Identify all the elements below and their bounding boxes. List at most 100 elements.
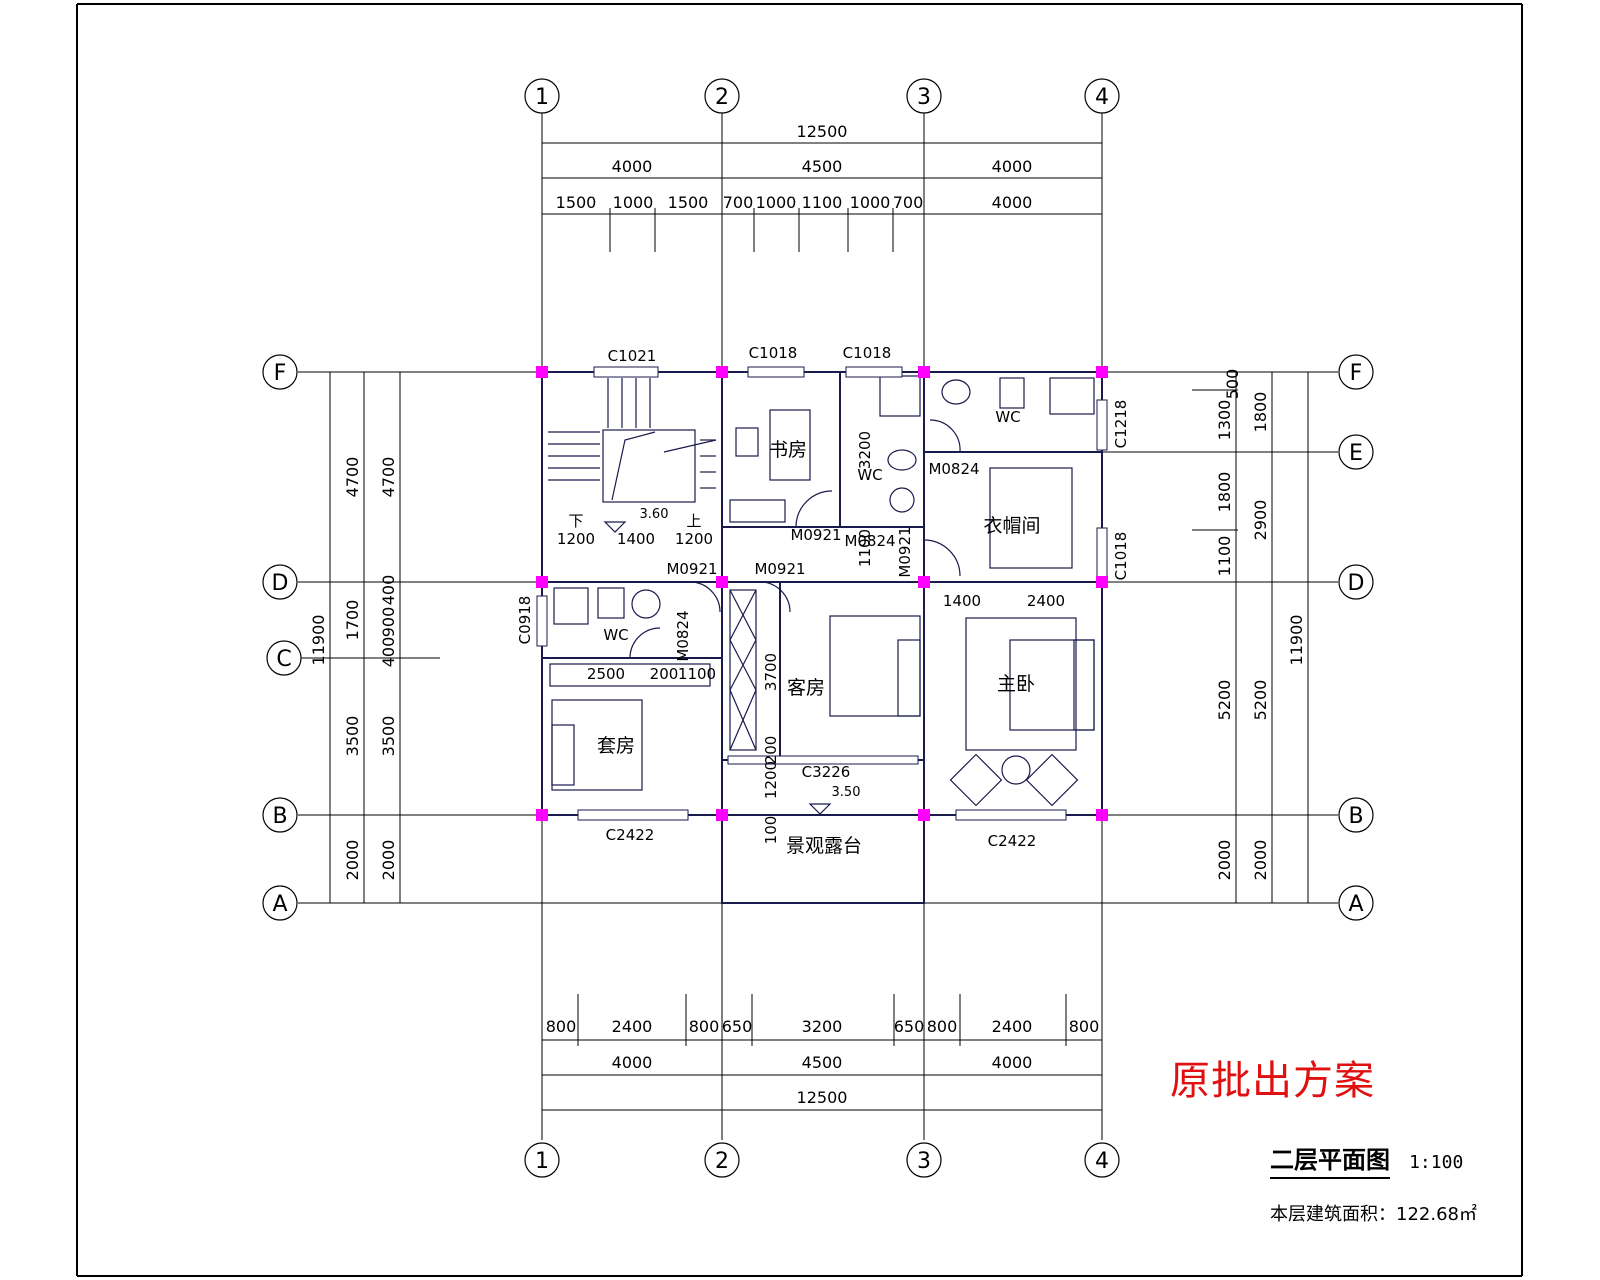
- axis-label-top-3: 3: [917, 85, 931, 110]
- axis-label-right-F: F: [1350, 361, 1363, 386]
- axis-bubble-right-D: [1338, 564, 1374, 600]
- dim-bottom-detail-8: 2400: [992, 1017, 1033, 1036]
- wardrobe-unit: [729, 589, 757, 751]
- window-label-c0918: C0918: [516, 596, 534, 645]
- room-label-guest: 客房: [787, 677, 825, 699]
- axis-bubble-right-F: [1338, 354, 1374, 390]
- closet: [549, 663, 711, 687]
- dim-bottom-bay-1: 4000: [612, 1053, 653, 1072]
- dim-bottom-total: 12500: [797, 1088, 848, 1107]
- door-swing-6: [629, 627, 661, 659]
- horizontal-axis-lines: [298, 371, 1338, 904]
- sink-2: [889, 487, 915, 513]
- door-swing-3: [689, 581, 721, 613]
- right-dimension-lines: [1192, 372, 1309, 903]
- top-dimension-lines: [542, 142, 1102, 252]
- dim-right-span-5: 2900: [1251, 500, 1270, 541]
- dim-left-span-8: 3500: [379, 716, 398, 757]
- room-label-study: 书房: [769, 439, 807, 461]
- terrace-level: 3.50: [832, 785, 861, 800]
- dim-left-span-10: 2000: [379, 840, 398, 881]
- bottom-dimension-lines: [542, 994, 1102, 1111]
- dim-right-span-2: 1300: [1215, 400, 1234, 441]
- door-label-m0824-c: M0824: [674, 610, 692, 661]
- axis-label-right-E: E: [1349, 441, 1363, 466]
- axis-bubble-right-E: [1338, 434, 1374, 470]
- desk: [769, 409, 811, 481]
- window-label-c1018-c: C1018: [1112, 532, 1130, 581]
- dim-top-detail-4: 700: [723, 193, 754, 212]
- axis-bubble-left-D: [262, 564, 298, 600]
- sink-1: [879, 375, 921, 417]
- dim-left-span-2: 4700: [379, 457, 398, 498]
- dim-left-span-9: 2000: [343, 840, 362, 881]
- window-label-c2422-a: C2422: [606, 826, 655, 844]
- cabinet: [729, 499, 786, 523]
- dim-terrace-1: 1200: [762, 761, 780, 799]
- floor-area-label: 本层建筑面积：122.68㎡: [1270, 1204, 1477, 1225]
- window-label-c1018-a: C1018: [749, 344, 798, 362]
- dim-wc-height: 3200: [856, 431, 874, 469]
- dim-right-span-10: 2000: [1251, 840, 1270, 881]
- axis-bubble-bottom-3: [906, 1142, 942, 1178]
- dim-bottom-detail-4: 650: [722, 1017, 753, 1036]
- dim-terrace-3: 100: [762, 816, 780, 845]
- room-label-wc-left: WC: [603, 626, 628, 644]
- title-block: 二层平面图 1:100: [1270, 1140, 1463, 1179]
- dim-suite-closet-3: 1100: [678, 665, 716, 683]
- axis-label-right-D: D: [1348, 571, 1365, 596]
- axis-label-left-A: A: [272, 892, 287, 917]
- dim-bottom-detail-3: 800: [689, 1017, 720, 1036]
- dim-wc-door: 1100: [856, 529, 874, 567]
- stair-level: 3.60: [640, 507, 669, 522]
- dim-right-span-7: 5200: [1215, 680, 1234, 721]
- furniture: [549, 375, 1095, 815]
- window-label-c3226: C3226: [802, 763, 851, 781]
- axis-label-left-F: F: [274, 361, 287, 386]
- dim-top-detail-9: 4000: [992, 193, 1033, 212]
- dim-bottom-bay-2: 4500: [802, 1053, 843, 1072]
- axis-label-left-C: C: [276, 647, 291, 672]
- dim-top-detail-2: 1000: [613, 193, 654, 212]
- dim-left-span-6: 400: [379, 637, 398, 668]
- dim-right-span-4: 1800: [1215, 472, 1234, 513]
- room-label-wc-right: WC: [995, 408, 1020, 426]
- dim-guest-depth: 3700: [762, 653, 780, 691]
- dim-right-span-6: 1100: [1215, 536, 1234, 577]
- axis-bubble-bottom-2: [704, 1142, 740, 1178]
- dim-left-span-7: 3500: [343, 716, 362, 757]
- axis-bubble-bottom-1: [524, 1142, 560, 1178]
- dim-left-total: 11900: [309, 615, 328, 666]
- axis-label-left-D: D: [272, 571, 289, 596]
- axis-bubble-left-B: [262, 797, 298, 833]
- toilet-2: [999, 377, 1025, 409]
- guest-bed: [829, 615, 921, 717]
- axis-bubble-left-F: [262, 354, 298, 390]
- building-walls: [541, 371, 1103, 904]
- dim-bottom-detail-1: 800: [546, 1017, 577, 1036]
- structural-columns: [536, 366, 1108, 821]
- door-label-m0921-a: M0921: [790, 526, 841, 544]
- dim-bottom-detail-6: 650: [894, 1017, 925, 1036]
- dim-stair-3: 1200: [675, 530, 713, 548]
- stair-label-up: 上: [686, 512, 701, 530]
- door-swing-1: [795, 490, 833, 528]
- dim-right-span-8: 5200: [1251, 680, 1270, 721]
- window-label-c2422-b: C2422: [988, 832, 1037, 850]
- window-label-c1018-b: C1018: [843, 344, 892, 362]
- room-label-wc-center: WC: [857, 466, 882, 484]
- dim-top-detail-1: 1500: [556, 193, 597, 212]
- approval-stamp-text: 原批出方案: [1170, 1058, 1375, 1104]
- round-table: [1001, 755, 1031, 785]
- door-label-m0921-c: M0921: [666, 560, 717, 578]
- windows-drawn: [536, 366, 1108, 821]
- axis-bubble-bottom-4: [1084, 1142, 1120, 1178]
- staircase: [548, 378, 717, 533]
- basin-wc: [941, 379, 971, 405]
- room-label-suite: 套房: [597, 735, 635, 757]
- dim-top-bay-2: 4500: [802, 157, 843, 176]
- door-label-m0824-a: M0824: [928, 460, 979, 478]
- dim-bottom-bay-3: 4000: [992, 1053, 1033, 1072]
- armchair-left: [949, 753, 1003, 807]
